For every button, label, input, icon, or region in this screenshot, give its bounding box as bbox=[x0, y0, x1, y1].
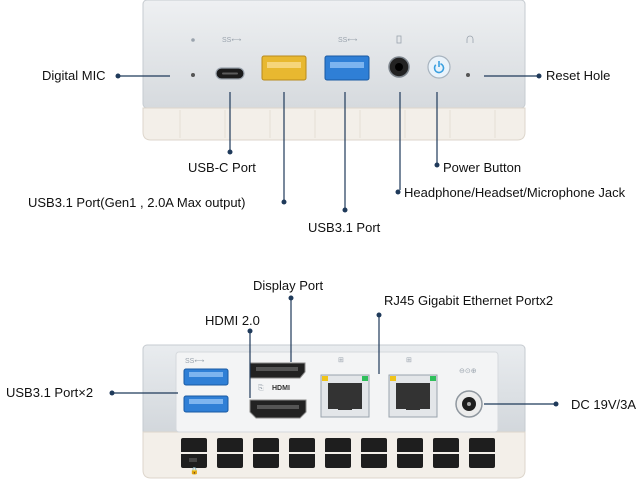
label-usb31-gen1: USB3.1 Port(Gen1 , 2.0A Max output) bbox=[28, 195, 246, 210]
rj45-port-1: ⊞ bbox=[320, 357, 370, 418]
reset-hole[interactable] bbox=[466, 73, 470, 77]
back-callouts: Display Port HDMI 2.0 RJ45 Gigabit Ether… bbox=[6, 278, 636, 412]
label-usb31-port: USB3.1 Port bbox=[308, 220, 381, 235]
label-rj45: RJ45 Gigabit Ethernet Portx2 bbox=[384, 293, 553, 308]
digital-mic-hole bbox=[191, 73, 195, 77]
power-icon bbox=[433, 62, 445, 74]
label-headphone-jack: Headphone/Headset/Microphone Jack bbox=[404, 185, 626, 200]
label-display-port: Display Port bbox=[253, 278, 323, 293]
label-reset-hole: Reset Hole bbox=[546, 68, 610, 83]
front-base bbox=[142, 107, 526, 141]
label-usb-c-port: USB-C Port bbox=[188, 160, 256, 175]
ss-marking-back: SS⟷ bbox=[185, 358, 204, 365]
front-callouts: Digital MIC Reset Hole USB-C Port Power … bbox=[28, 68, 626, 235]
ss-marking-front-right: SS⟷ bbox=[338, 37, 357, 44]
hdmi-logo: HDMI bbox=[272, 385, 290, 392]
label-digital-mic: Digital MIC bbox=[42, 68, 106, 83]
headphone-icon bbox=[396, 35, 402, 44]
label-dc-power: DC 19V/3A bbox=[571, 397, 636, 412]
ss-marking-front-left: SS⟷ bbox=[222, 37, 241, 44]
label-power-button: Power Button bbox=[443, 160, 521, 175]
lock-icon: 🔒 bbox=[190, 467, 199, 475]
reset-icon bbox=[466, 35, 474, 43]
dp-icon: ⎘ bbox=[258, 384, 264, 392]
label-usb31-x2: USB3.1 Port×2 bbox=[6, 385, 93, 400]
rj45-port-2: ⊞ bbox=[388, 357, 438, 418]
dc-polarity-icon: ⊖⊙⊕ bbox=[459, 368, 477, 375]
label-hdmi: HDMI 2.0 bbox=[205, 313, 260, 328]
lock-slot bbox=[189, 458, 197, 462]
front-base-ridges bbox=[179, 110, 496, 138]
network-icon: ⊞ bbox=[338, 357, 344, 364]
back-view: 🔒 SS⟷ ⎘ HDMI ⊞ ⊞ bbox=[142, 344, 526, 479]
front-view: SS⟷ SS⟷ bbox=[142, 0, 526, 141]
front-chassis bbox=[142, 0, 526, 109]
network-icon: ⊞ bbox=[406, 357, 412, 364]
mic-icon bbox=[191, 38, 195, 42]
